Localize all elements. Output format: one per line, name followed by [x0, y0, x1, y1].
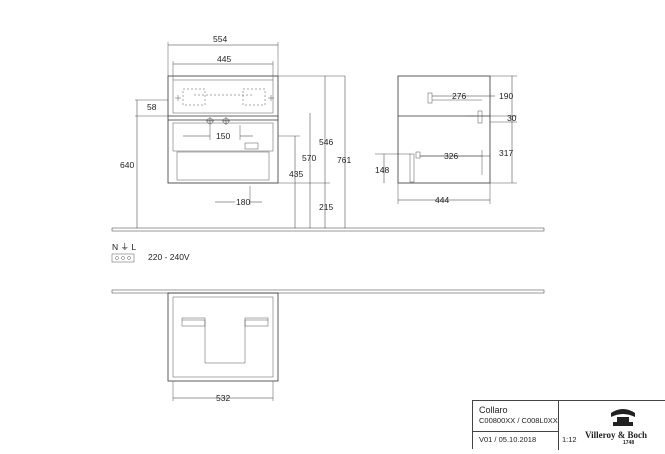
- brand-logo-icon: [611, 409, 635, 426]
- dim-317: 317: [499, 148, 513, 158]
- scale-label: 1:12: [558, 431, 582, 446]
- dim-30: 30: [507, 113, 517, 123]
- side-cabinet-outline: [397, 75, 491, 184]
- dim-150: 150: [216, 131, 230, 141]
- dim-546: 546: [319, 137, 333, 147]
- electrical-symbols: N ⏚ L: [112, 242, 136, 252]
- product-codes: C00800XX / C008L0XX: [479, 416, 558, 425]
- dim-435: 435: [289, 169, 303, 179]
- dim-180: 180: [236, 197, 250, 207]
- dim-445: 445: [217, 54, 231, 64]
- dim-444: 444: [435, 195, 449, 205]
- version-date: V01 / 05.10.2018: [479, 435, 537, 444]
- plan-view: 532: [167, 292, 279, 403]
- dim-532: 532: [216, 393, 230, 403]
- dim-640: 640: [120, 160, 134, 170]
- wall-line-lower: [111, 289, 545, 294]
- brand-since: 1748: [623, 440, 635, 446]
- dim-58: 58: [147, 102, 157, 112]
- front-view: 554 445 58 640 150 180 435 215 570: [120, 34, 351, 228]
- dim-215: 215: [319, 202, 333, 212]
- electrical-info: N ⏚ L 220 - 240V: [111, 242, 190, 263]
- dim-326: 326: [444, 151, 458, 161]
- dim-554: 554: [213, 34, 227, 44]
- dim-276: 276: [452, 91, 466, 101]
- plan-cabinet-outline: [167, 292, 279, 382]
- dim-761: 761: [337, 155, 351, 165]
- voltage-label: 220 - 240V: [148, 252, 190, 262]
- dim-570: 570: [302, 153, 316, 163]
- ground-symbol-icon: [111, 253, 135, 263]
- title-block: Collaro C00800XX / C008L0XX V01 / 05.10.…: [472, 400, 665, 450]
- product-name: Collaro: [479, 405, 508, 415]
- floor-line-upper: [111, 227, 545, 232]
- brand-name: Villeroy & Boch: [585, 430, 647, 440]
- side-view: 276 326 190 30 317 148 444: [375, 75, 517, 205]
- dim-190: 190: [499, 91, 513, 101]
- front-cabinet-outline: [167, 75, 279, 184]
- dim-148: 148: [375, 165, 389, 175]
- socket-icon: [244, 142, 259, 150]
